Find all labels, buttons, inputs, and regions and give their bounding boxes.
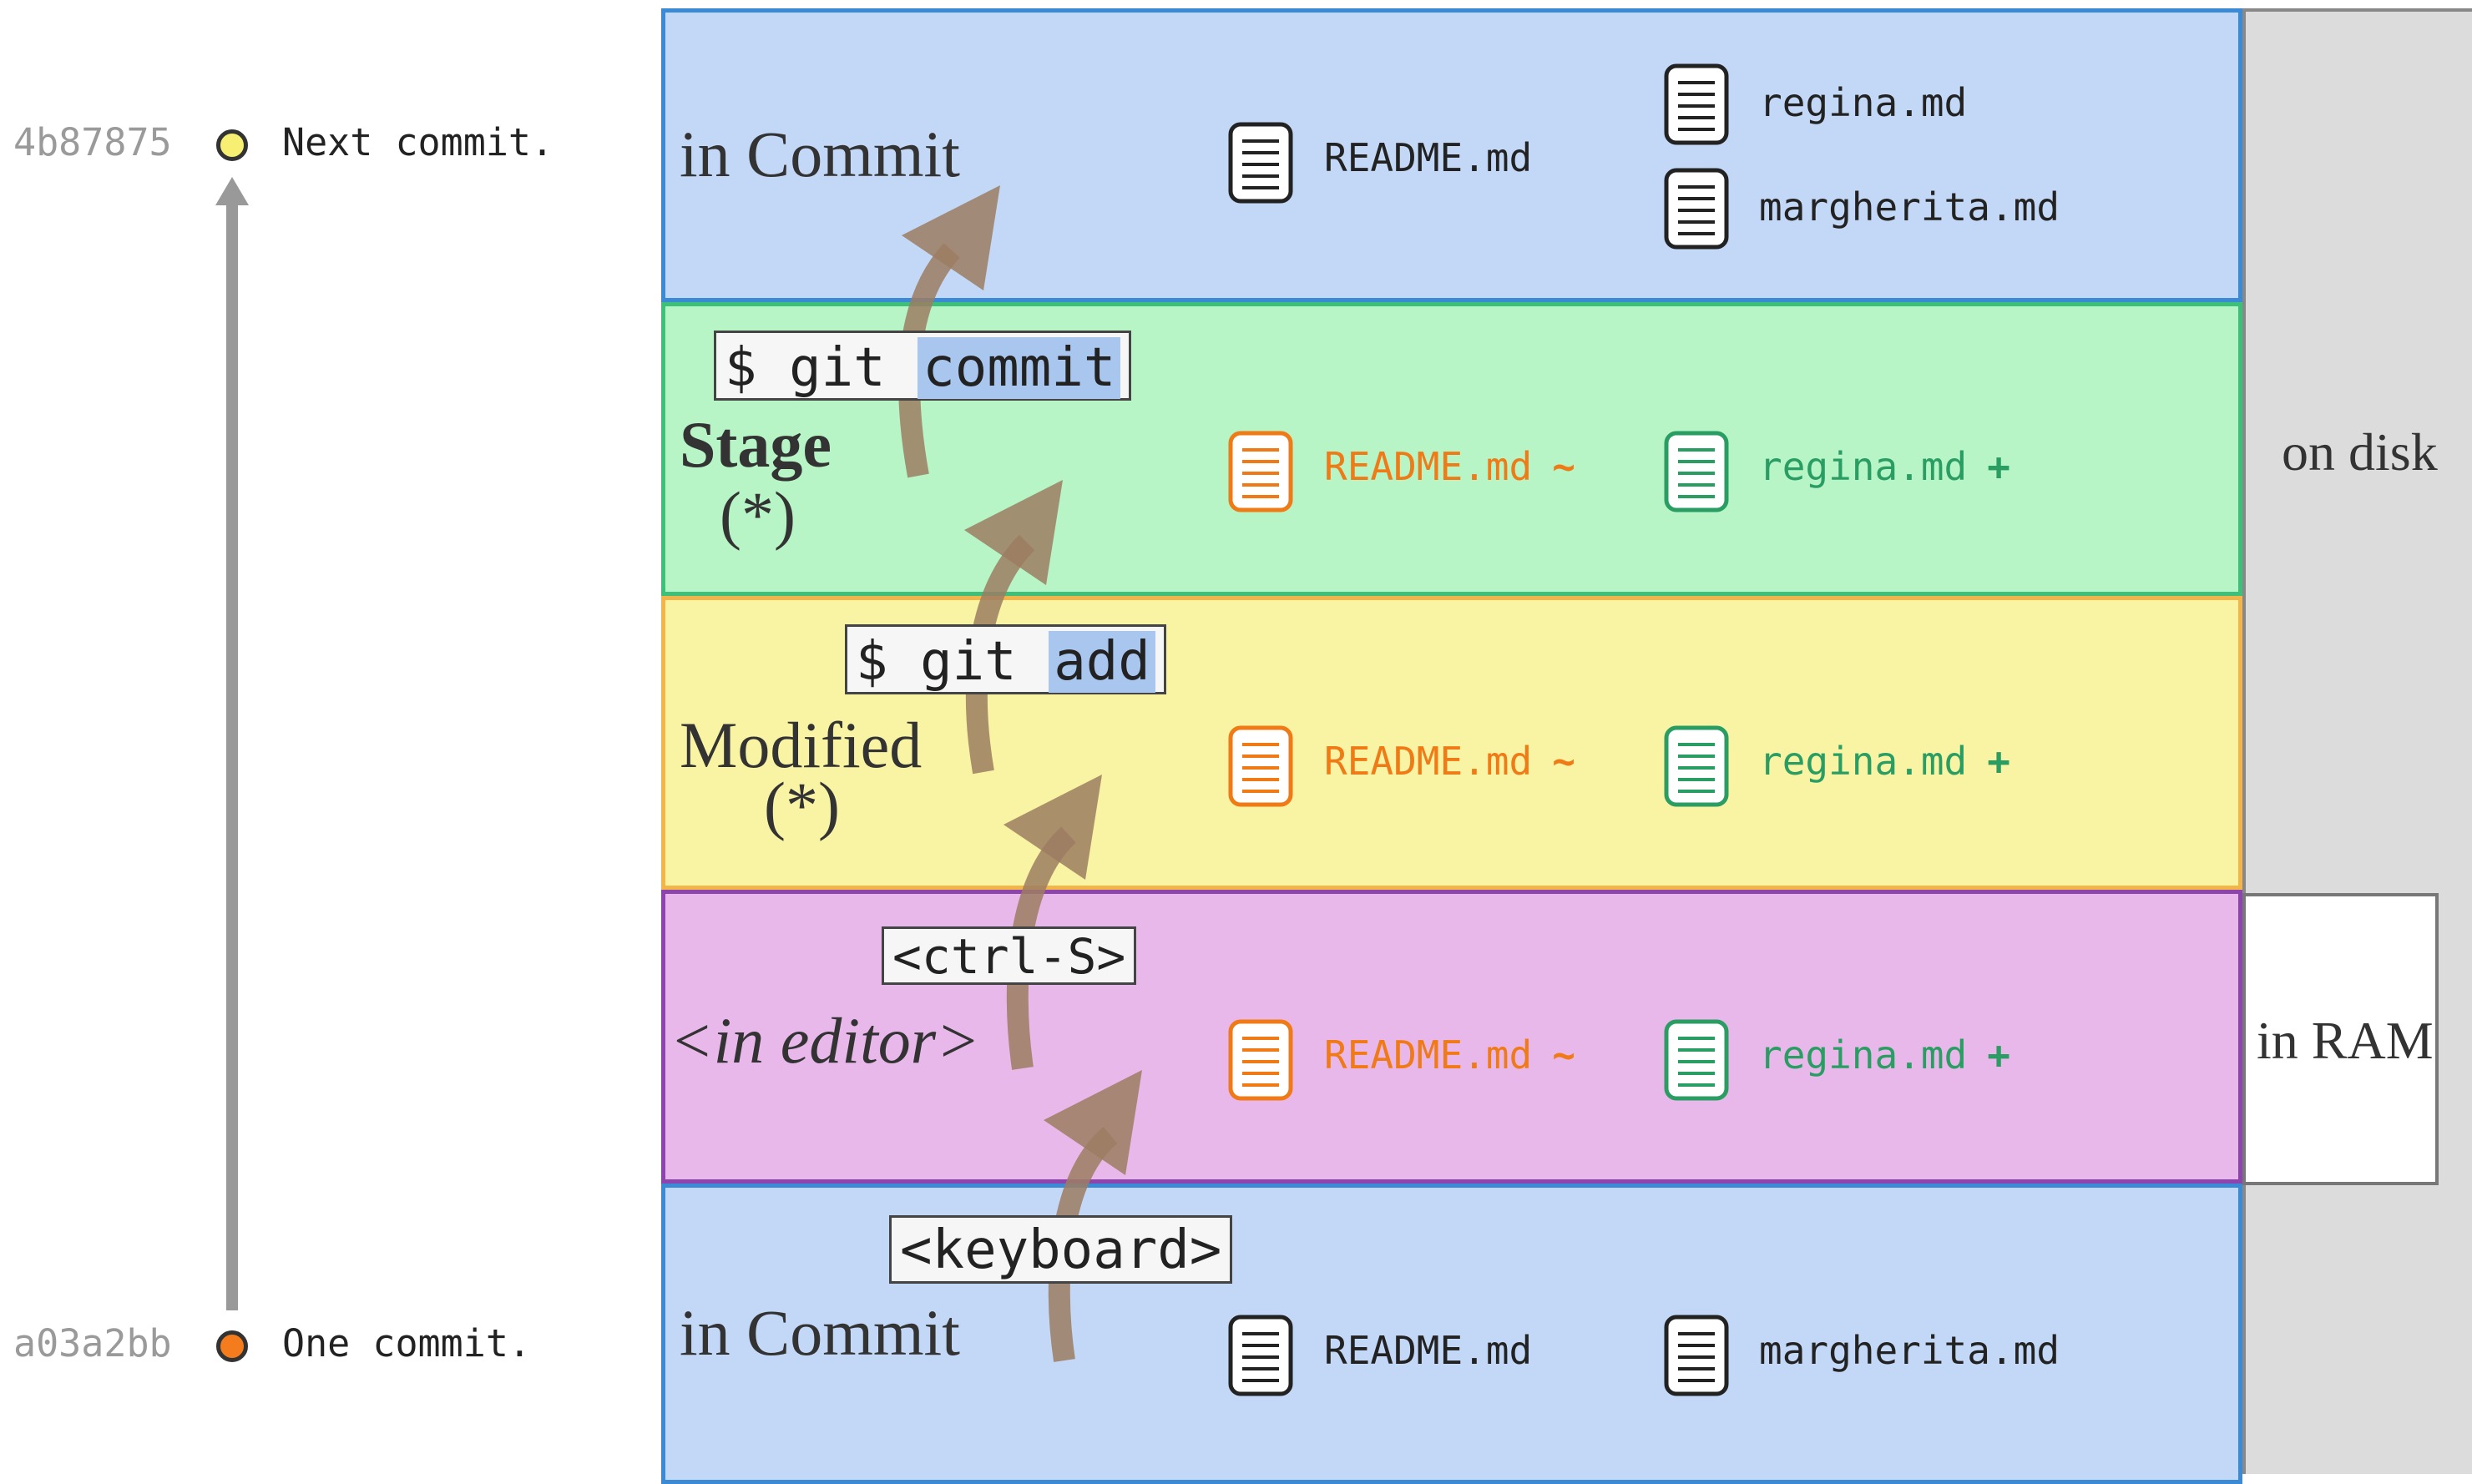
history-arrow-head — [215, 177, 249, 205]
ram-region — [2242, 893, 2439, 1185]
file-entry-modified: regina.md + — [1759, 739, 2010, 784]
file-name: README.md — [1324, 1328, 1533, 1373]
band-in-commit-top — [661, 8, 2242, 302]
file-entry-modified: README.md ~ — [1324, 739, 1575, 784]
ctrl-s-command: <ctrl-S> — [882, 926, 1137, 985]
ram-label: in RAM — [2257, 1011, 2434, 1070]
band-label-bottom-commit: in Commit — [680, 1296, 960, 1369]
document-icon — [1664, 1315, 1729, 1396]
arrow-add-head — [964, 480, 1063, 585]
file-entry-stage: README.md ~ — [1324, 444, 1575, 489]
file-status-mark: + — [1987, 1032, 2010, 1078]
file-entry-top-commit: README.md — [1324, 135, 1532, 180]
git-add-prefix: $ git — [856, 631, 1049, 693]
document-icon — [1228, 1315, 1293, 1396]
document-icon — [1228, 1019, 1293, 1101]
document-icon — [1664, 168, 1729, 250]
commit-node-next[interactable] — [216, 129, 248, 161]
document-icon — [1664, 63, 1729, 145]
file-entry-stage: regina.md + — [1759, 444, 2010, 489]
band-label-modified: Modified — [680, 709, 923, 781]
file-status-mark: + — [1987, 444, 2010, 489]
commit-hash-one: a03a2bb — [13, 1321, 172, 1365]
git-add-command: $ git add — [845, 624, 1166, 694]
arrow-keyboard-head — [1044, 1070, 1142, 1175]
document-icon — [1664, 431, 1729, 512]
file-entry-editor: regina.md + — [1759, 1032, 2010, 1078]
document-icon — [1664, 725, 1729, 807]
file-name: README.md — [1324, 135, 1533, 180]
file-status-mark: + — [1987, 739, 2010, 784]
file-name: README.md — [1324, 444, 1533, 489]
git-commit-prefix: $ git — [725, 337, 918, 399]
file-status-mark: ~ — [1552, 1032, 1575, 1078]
file-status-mark: ~ — [1552, 444, 1575, 489]
file-entry-bottom-commit: README.md — [1324, 1328, 1532, 1373]
keyboard-command: <keyboard> — [889, 1215, 1233, 1284]
file-name: regina.md — [1759, 80, 1968, 125]
git-commit-keyword: commit — [918, 337, 1121, 399]
file-status-mark: ~ — [1552, 739, 1575, 784]
document-icon — [1228, 122, 1293, 204]
commit-message-next: Next commit. — [282, 120, 554, 164]
file-entry-top-commit: margherita.md — [1759, 184, 2060, 230]
file-name: margherita.md — [1759, 1328, 2060, 1373]
file-name: regina.md — [1759, 739, 1968, 784]
file-name: regina.md — [1759, 1032, 1968, 1078]
file-entry-bottom-commit: margherita.md — [1759, 1328, 2060, 1373]
git-add-keyword: add — [1049, 631, 1155, 693]
band-label-top-commit: in Commit — [680, 118, 960, 190]
file-entry-top-commit: regina.md — [1759, 80, 1967, 125]
disk-region — [2242, 8, 2472, 1474]
arrow-save-head — [1003, 775, 1102, 880]
disk-label: on disk — [2282, 422, 2438, 482]
document-icon — [1228, 431, 1293, 512]
document-icon — [1664, 1019, 1729, 1101]
git-commit-command: $ git commit — [714, 331, 1132, 401]
file-name: README.md — [1324, 739, 1533, 784]
band-label-stage: Stage — [680, 408, 832, 481]
arrow-commit-head — [902, 185, 1000, 290]
band-note-stage: (*) — [720, 478, 796, 551]
commit-node-one[interactable] — [216, 1330, 248, 1362]
file-name: regina.md — [1759, 444, 1968, 489]
document-icon — [1228, 725, 1293, 807]
commit-hash-next: 4b87875 — [13, 120, 172, 164]
commit-message-one: One commit. — [282, 1321, 532, 1365]
file-name: README.md — [1324, 1032, 1533, 1078]
band-note-modified: (*) — [764, 769, 840, 841]
band-label-editor: <in editor> — [670, 1004, 980, 1077]
file-name: margherita.md — [1759, 184, 2060, 230]
file-entry-editor: README.md ~ — [1324, 1032, 1575, 1078]
